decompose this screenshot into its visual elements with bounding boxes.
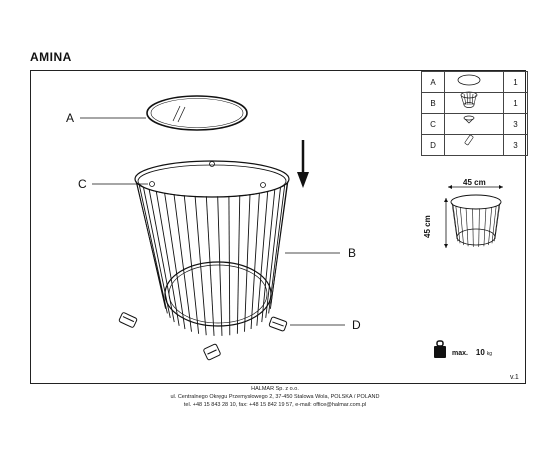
dimension-width: 45 cm [463,178,486,187]
max-weight: max. 10 kg [452,348,493,357]
drawing-frame [30,70,526,384]
footer: HALMAR Sp. z o.o. ul. Centralnego Okręgu… [0,385,550,409]
label-c: C [78,177,87,191]
glass-pad-icon [149,161,266,188]
product-title: AMINA [30,50,72,64]
label-d: D [352,318,361,332]
arrow-down-icon [297,140,309,188]
label-b: B [348,246,357,260]
dimension-height: 45 cm [423,215,432,238]
dimension-drawing [444,185,503,248]
footer-address: ul. Centralnego Okręgu Przemysłowego 2, … [170,394,380,400]
footer-contact: tel. +48 15 843 28 10, fax: +48 15 842 1… [183,402,367,408]
wire-frame-icon [134,160,290,336]
footer-company: HALMAR Sp. z o.o. [251,386,299,392]
foot-cap-icon [118,312,288,361]
version-label: v.1 [510,374,519,381]
weight-icon [434,340,446,358]
label-a: A [66,111,75,125]
glass-top-icon [146,95,248,131]
